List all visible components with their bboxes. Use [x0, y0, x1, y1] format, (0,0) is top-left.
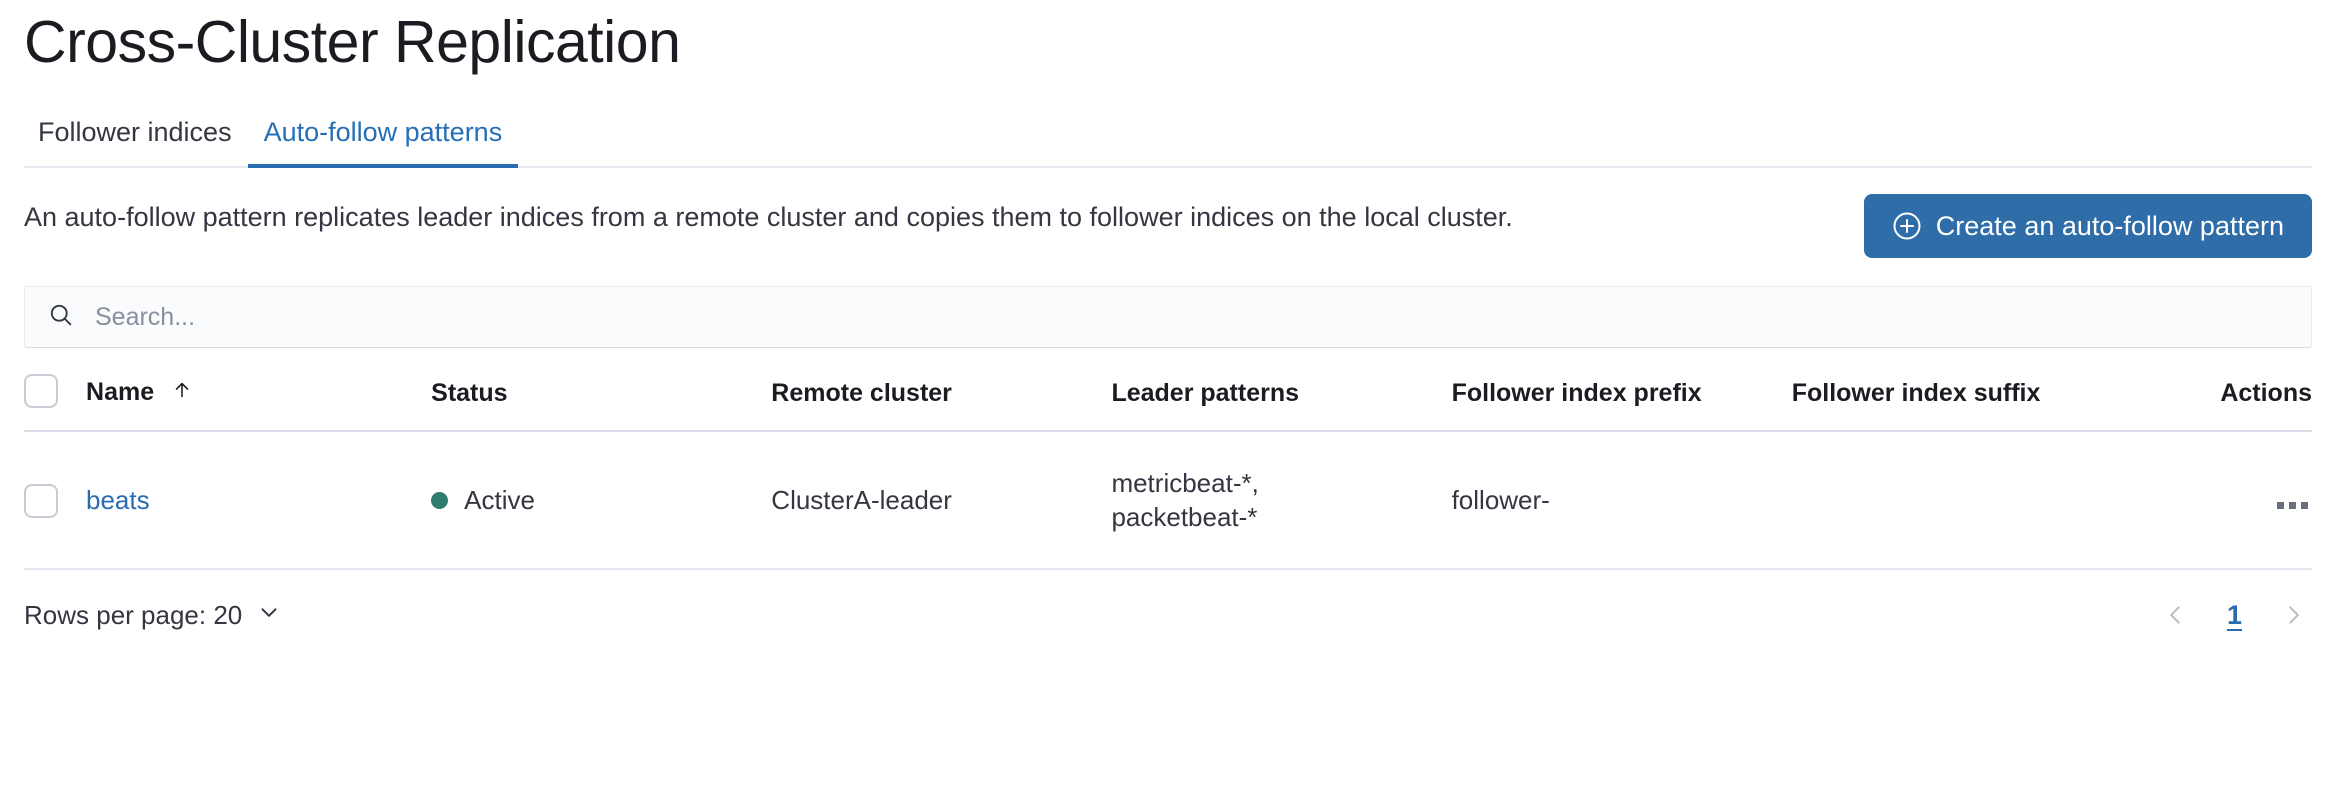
- search-icon: [47, 301, 75, 334]
- arrow-up-icon: [171, 379, 193, 407]
- status-label: Active: [464, 485, 535, 515]
- select-all-checkbox[interactable]: [24, 374, 58, 408]
- column-header-status[interactable]: Status: [431, 374, 772, 432]
- column-header-leader-patterns[interactable]: Leader patterns: [1111, 374, 1452, 432]
- tab-bar: Follower indices Auto-follow patterns: [24, 106, 2312, 168]
- chevron-down-icon: [256, 599, 282, 632]
- intro-description: An auto-follow pattern replicates leader…: [24, 202, 1513, 232]
- cell-name: beats: [86, 431, 432, 570]
- chevron-left-icon[interactable]: [2157, 598, 2195, 632]
- cell-follower-index-suffix: [1791, 431, 2192, 570]
- column-header-follower-index-suffix[interactable]: Follower index suffix: [1791, 374, 2192, 432]
- pagination: 1: [2157, 598, 2312, 632]
- auto-follow-pattern-link[interactable]: beats: [86, 485, 150, 515]
- column-header-follower-index-prefix[interactable]: Follower index prefix: [1451, 374, 1792, 432]
- cell-status: Active: [431, 431, 772, 570]
- cell-leader-patterns: metricbeat-*, packetbeat-*: [1111, 431, 1452, 570]
- rows-per-page-select[interactable]: Rows per page: 20: [24, 599, 282, 632]
- cell-follower-index-prefix: follower-: [1451, 431, 1792, 570]
- select-all-header: [24, 374, 87, 432]
- row-select-cell: [24, 431, 87, 570]
- tab-auto-follow-patterns[interactable]: Auto-follow patterns: [247, 116, 519, 168]
- row-select-checkbox[interactable]: [24, 484, 58, 519]
- search-input[interactable]: [93, 301, 2289, 333]
- rows-per-page-label: Rows per page: 20: [24, 600, 243, 630]
- column-header-name[interactable]: Name: [86, 374, 432, 432]
- pagination-page-1[interactable]: 1: [2221, 599, 2248, 631]
- create-auto-follow-pattern-label: Create an auto-follow pattern: [1935, 211, 2284, 241]
- table-footer: Rows per page: 20 1: [24, 598, 2312, 632]
- more-horizontal-icon[interactable]: [2273, 498, 2312, 513]
- column-header-remote-cluster[interactable]: Remote cluster: [771, 374, 1112, 432]
- status-dot-icon: [431, 491, 449, 509]
- column-header-actions: Actions: [2191, 374, 2312, 432]
- plus-in-circle-icon: [1892, 211, 1922, 241]
- tab-follower-indices[interactable]: Follower indices: [24, 116, 248, 166]
- column-header-name-label: Name: [86, 378, 155, 406]
- auto-follow-patterns-table: Name Status Remote cluster Leader patter…: [24, 374, 2312, 570]
- cell-remote-cluster: ClusterA-leader: [771, 431, 1112, 570]
- table-header-row: Name Status Remote cluster Leader patter…: [24, 374, 2312, 432]
- create-auto-follow-pattern-button[interactable]: Create an auto-follow pattern: [1863, 194, 2312, 258]
- search-bar[interactable]: [24, 286, 2312, 348]
- page-title: Cross-Cluster Replication: [24, 9, 681, 75]
- cell-actions: [2191, 431, 2312, 570]
- chevron-right-icon[interactable]: [2274, 598, 2312, 632]
- intro-row: An auto-follow pattern replicates leader…: [24, 194, 2312, 258]
- table-row: beats Active ClusterA-leader metricbeat-…: [24, 431, 2312, 570]
